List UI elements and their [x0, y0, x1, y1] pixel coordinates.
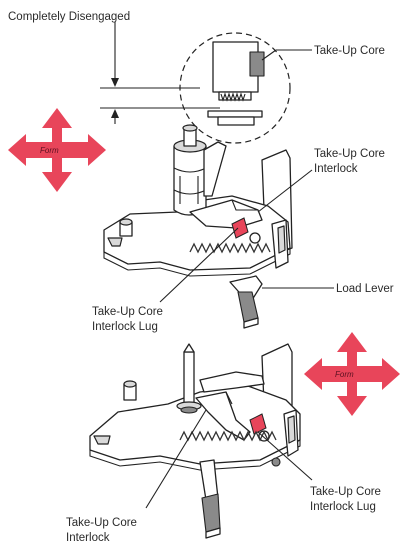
label-takeup-core: Take-Up Core [314, 45, 385, 57]
leader-interlock-bottom [145, 409, 207, 509]
label-interlock-top-line1: Take-Up Core [314, 148, 385, 160]
leader-interlock-top [257, 169, 313, 213]
label-lug-bottom-line1: Take-Up Core [310, 486, 381, 498]
bottom-interlock-lug [249, 413, 267, 435]
form-direction-arrow-bottom: Form [304, 332, 400, 416]
label-lug-bottom-line2: Interlock Lug [310, 501, 376, 513]
label-interlock-top-line2: Interlock [314, 163, 358, 175]
form-arrow-top-text: Form [40, 146, 59, 155]
magnifier-callout [100, 22, 312, 144]
leader-lug-top [159, 227, 239, 303]
label-interlock-bottom-line1: Take-Up Core [66, 517, 137, 529]
top-assembly [103, 124, 293, 329]
label-load-lever: Load Lever [336, 283, 394, 295]
label-interlock-bottom-line2: Interlock [66, 532, 110, 544]
form-arrow-bottom-text: Form [335, 370, 354, 379]
label-lug-top-line2: Interlock Lug [92, 321, 158, 333]
form-direction-arrow-top: Form [8, 108, 106, 192]
leader-lug-bottom [257, 431, 313, 481]
top-interlock-lug [231, 217, 249, 239]
label-lug-top-line1: Take-Up Core [92, 306, 163, 318]
bottom-assembly [89, 343, 301, 539]
label-completely-disengaged: Completely Disengaged [8, 11, 130, 23]
